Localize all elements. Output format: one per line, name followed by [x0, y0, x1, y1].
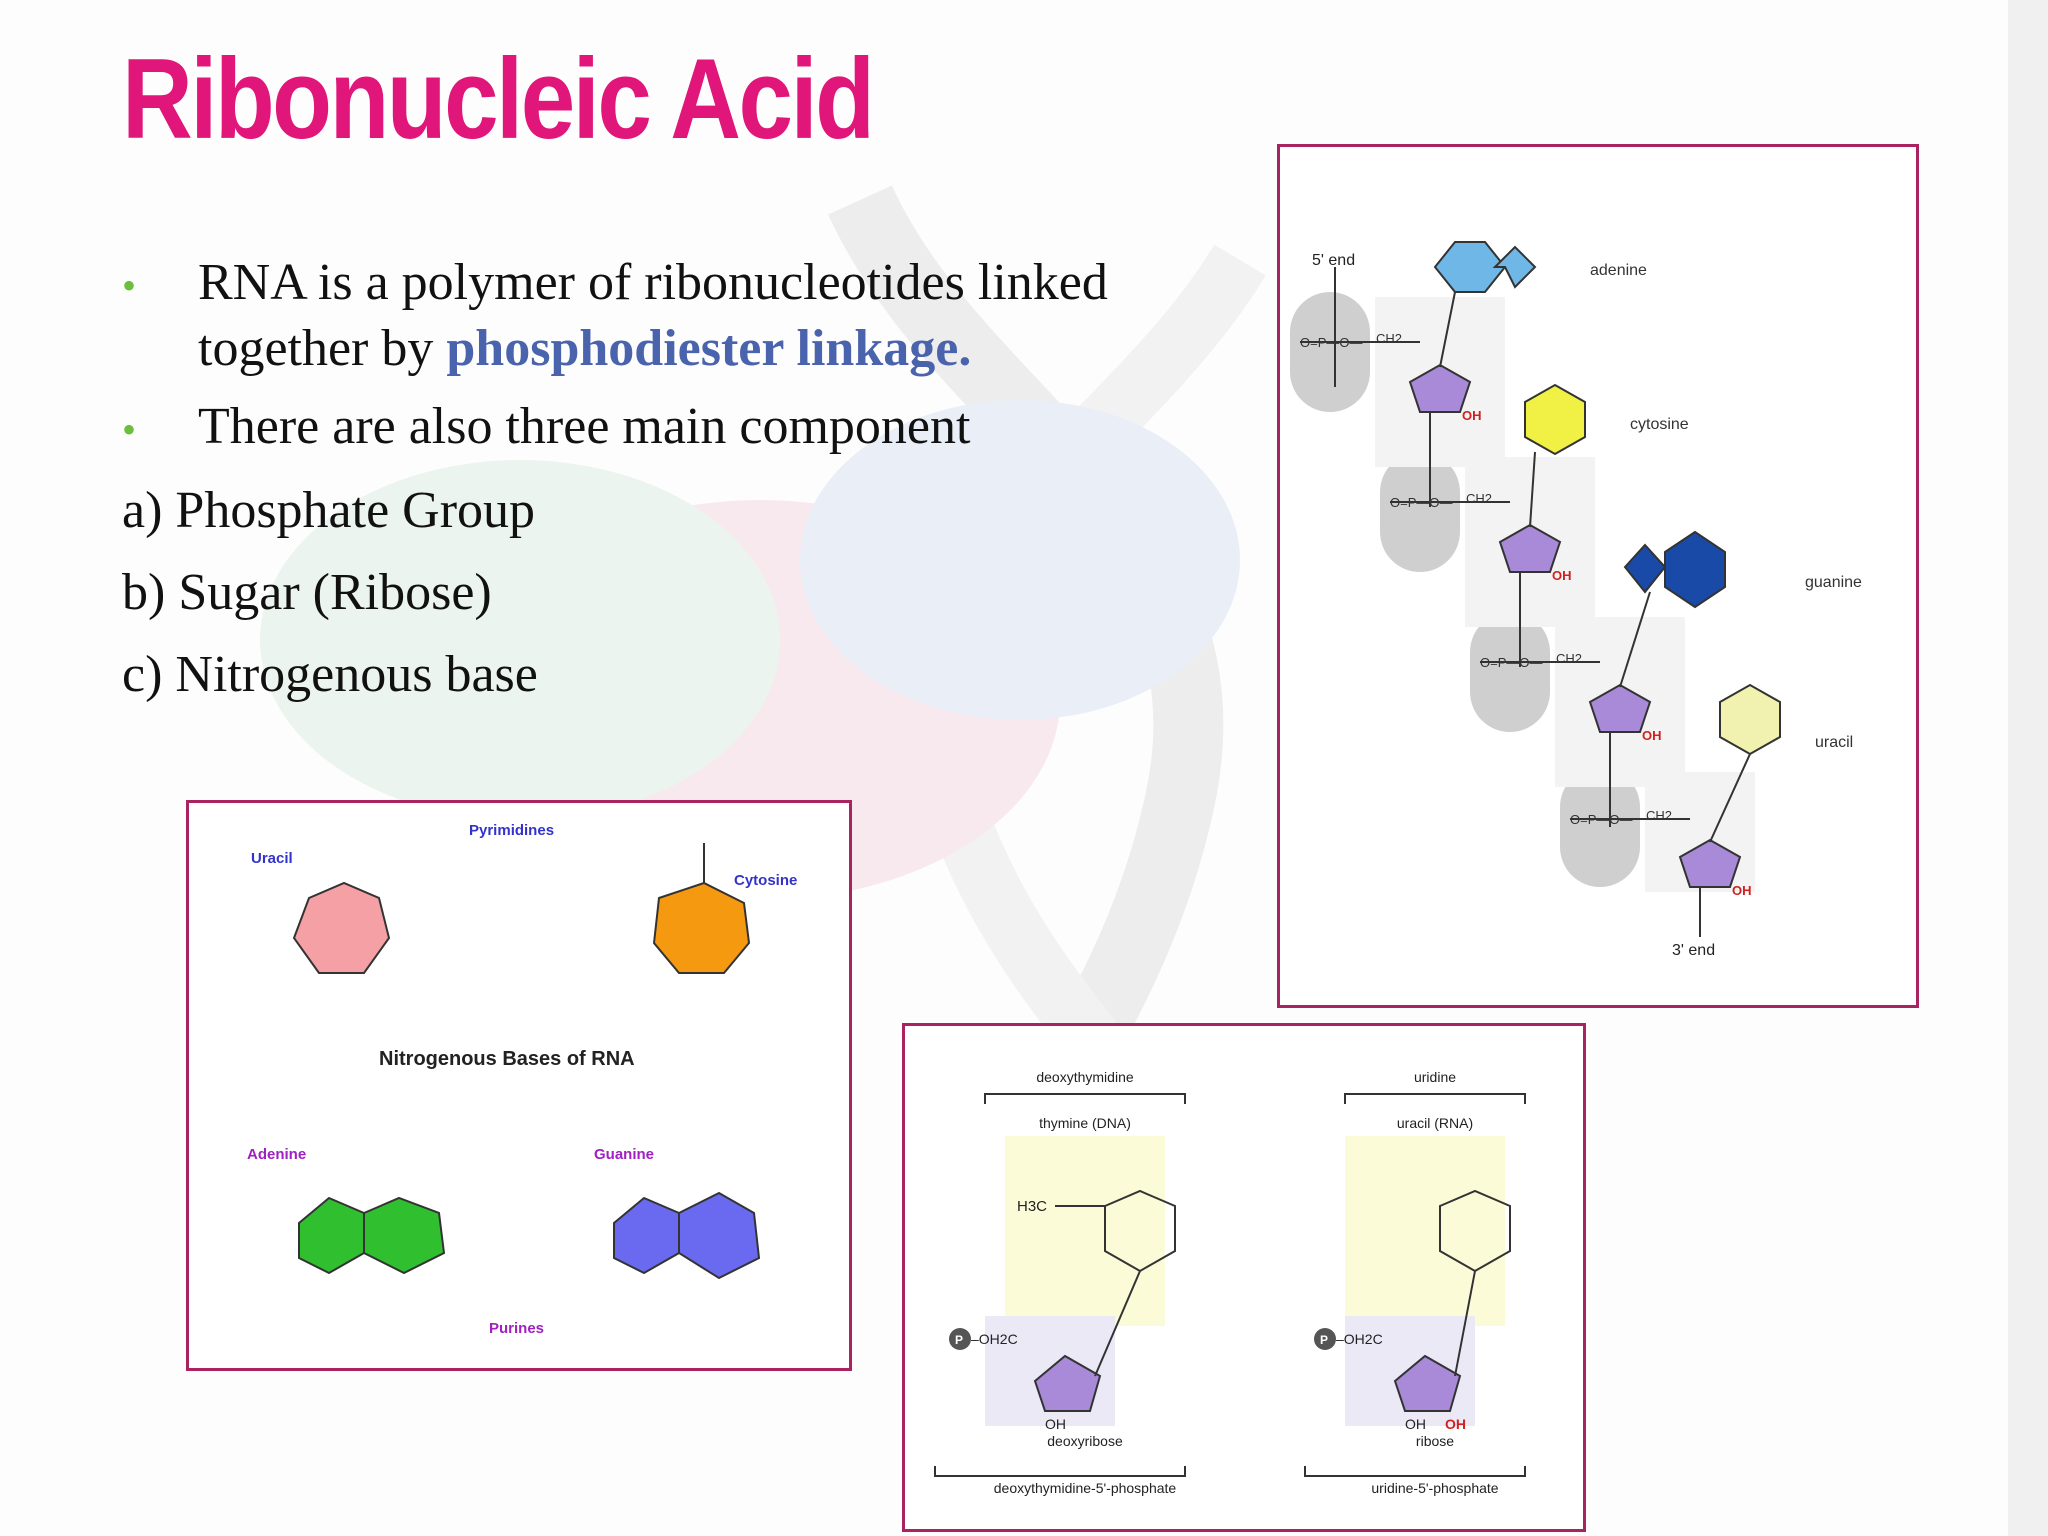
uracil-ring	[1439, 1189, 1511, 1273]
uracil-ring	[1719, 683, 1781, 756]
purines-label: Purines	[489, 1320, 544, 1337]
three-end-label: 3' end	[1672, 942, 1715, 959]
ch2-label: CH2	[1556, 651, 1582, 666]
phosphate-bg	[1470, 612, 1550, 732]
guanine-ring	[1664, 530, 1726, 609]
oh-label: OH	[1405, 1416, 1426, 1432]
bullet-dot: •	[122, 263, 137, 308]
guanine-ring	[1623, 543, 1667, 594]
ribose-sugar	[1678, 838, 1742, 888]
nitrogenous-bases-figure: Pyrimidines Nitrogenous Bases of RNA Pur…	[186, 800, 852, 1371]
bases-figure-title: Nitrogenous Bases of RNA	[379, 1048, 635, 1070]
bullet-1: • RNA is a polymer of ribonucleotides li…	[122, 250, 1108, 319]
phosphate-letter: P	[955, 1333, 963, 1347]
thymine-panel	[1005, 1136, 1165, 1326]
thymidine-uridine-diagram: deoxythymidine thymine (DNA) deoxyribose…	[934, 1069, 1526, 1496]
ch2-label: CH2	[1646, 808, 1672, 823]
item-sugar: b) Sugar (Ribose)	[122, 564, 492, 621]
ch2-label: CH2	[1466, 491, 1492, 506]
slide-title: Ribonucleic Acid	[122, 36, 875, 163]
oh-label: OH	[1552, 568, 1572, 583]
guanine-ring	[678, 1191, 761, 1280]
ribose-sugar	[1408, 363, 1472, 413]
adenine-ring	[363, 1196, 446, 1275]
uracil-ring	[292, 881, 391, 974]
ribose-sugar	[1393, 1354, 1462, 1412]
uracil-rna-label: uracil (RNA)	[1397, 1115, 1473, 1131]
adenine-label: Adenine	[247, 1146, 306, 1163]
phosphate-letter: P	[1320, 1333, 1328, 1347]
five-end-label: 5' end	[1312, 252, 1355, 269]
bullet-2: • There are also three main component	[122, 394, 970, 463]
uracil-label: Uracil	[251, 850, 293, 867]
ribose-sugar	[1498, 523, 1562, 573]
phosphate-icon	[1314, 1328, 1336, 1350]
bullet-2-text: There are also three main component	[198, 398, 971, 455]
slide-edge	[2008, 0, 2048, 1536]
ohch2-label: –OH2C	[971, 1331, 1018, 1347]
phosphate-icon	[949, 1328, 971, 1350]
phosphate-group: O=P—O—	[1300, 335, 1363, 350]
thymine-label: thymine (DNA)	[1039, 1115, 1131, 1131]
oh-label: OH	[1045, 1416, 1066, 1432]
rna-strand-figure: 5' end 3' end O=P—O— O=P—O— O=P—O— O=P—O…	[1277, 144, 1919, 1008]
cytosine-label: cytosine	[1630, 416, 1689, 433]
adenine-ring	[1492, 245, 1537, 289]
ohch2-label: –OH2C	[1336, 1331, 1383, 1347]
uracil-label: uracil	[1815, 734, 1853, 751]
cytosine-label: Cytosine	[734, 872, 797, 889]
deoxyribose-label: deoxyribose	[1047, 1433, 1123, 1449]
adenine-label: adenine	[1590, 262, 1647, 279]
deoxyribose-sugar	[1033, 1354, 1102, 1412]
rna-strand-diagram: 5' end 3' end O=P—O— O=P—O— O=P—O— O=P—O…	[1290, 241, 1862, 959]
guanine-ring	[613, 1196, 680, 1275]
bullet-dot: •	[122, 407, 137, 452]
oh-label: OH	[1462, 408, 1482, 423]
uridine-phosphate-label: uridine-5'-phosphate	[1371, 1480, 1498, 1496]
phosphate-bg	[1560, 767, 1640, 887]
ribose-label: ribose	[1416, 1433, 1454, 1449]
oh-label: OH	[1642, 728, 1662, 743]
highlight-phosphodiester: phosphodiester linkage.	[446, 320, 972, 377]
phosphate-bg	[1290, 292, 1370, 412]
oh-label-red: OH	[1445, 1416, 1466, 1432]
phosphate-bg	[1380, 452, 1460, 572]
bullet-1-text: together by	[198, 320, 447, 377]
pyrimidines-label: Pyrimidines	[469, 822, 554, 839]
thymine-ring	[1104, 1189, 1176, 1273]
phosphate-group: O=P—O—	[1570, 812, 1633, 827]
deoxythymidine-label: deoxythymidine	[1036, 1069, 1133, 1085]
item-phosphate: a) Phosphate Group	[122, 482, 536, 539]
ribose-sugar	[1588, 683, 1652, 733]
methyl-label: H3C	[1017, 1198, 1047, 1215]
uridine-label: uridine	[1414, 1069, 1456, 1085]
deoxythymidine-phosphate-label: deoxythymidine-5'-phosphate	[994, 1480, 1177, 1496]
guanine-label: Guanine	[594, 1146, 654, 1163]
ch2-label: CH2	[1376, 331, 1402, 346]
uracil-panel	[1345, 1136, 1505, 1326]
item-nitrogenous-base: c) Nitrogenous base	[122, 646, 538, 703]
cytosine-ring	[1524, 383, 1586, 456]
adenine-ring	[298, 1196, 365, 1275]
nitrogenous-bases-diagram: Pyrimidines Nitrogenous Bases of RNA Pur…	[247, 822, 797, 1337]
cytosine-ring	[652, 881, 751, 974]
thymidine-uridine-figure: deoxythymidine thymine (DNA) deoxyribose…	[902, 1023, 1586, 1532]
oh-label: OH	[1732, 883, 1752, 898]
bullet-1-line-1: RNA is a polymer of ribonucleotides link…	[198, 254, 1108, 311]
guanine-label: guanine	[1805, 574, 1862, 591]
bullet-1-line-2: together by phosphodiester linkage.	[198, 316, 971, 382]
phosphate-group: O=P—O—	[1390, 495, 1453, 510]
phosphate-group: O=P—O—	[1480, 655, 1543, 670]
